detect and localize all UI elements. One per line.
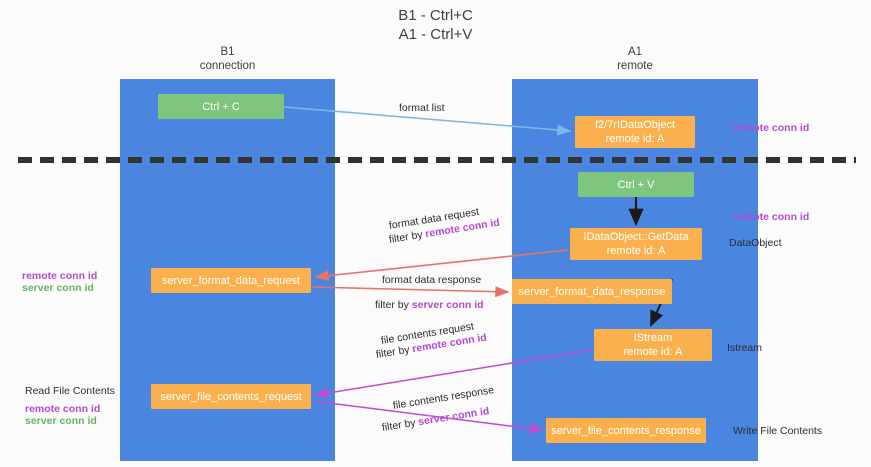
edge-label-format-list: format list (399, 102, 445, 114)
node-server-file-contents-request[interactable]: server_file_contents_request (151, 384, 311, 409)
column-header-b1: B1 connection (199, 46, 256, 72)
node-ctrl-v[interactable]: Ctrl + V (578, 172, 694, 197)
right-label-dataobject: DataObject (729, 237, 782, 249)
node-server-format-data-request[interactable]: server_format_data_request (151, 268, 311, 293)
filter-prefix: filter by (375, 299, 412, 311)
filter-prefix: filter by (381, 416, 420, 434)
filter-key: server conn id (417, 405, 491, 429)
left-label-read-file-contents: Read File Contents (25, 385, 115, 397)
filter-prefix: filter by (375, 343, 414, 361)
right-label-write-file-contents: Write File Contents (733, 425, 823, 437)
left-label-server-conn-id-2: server conn id (25, 415, 97, 427)
right-label-remote-conn-id-mid: remote conn id (734, 211, 810, 223)
left-label-remote-conn-id: remote conn id (22, 270, 98, 282)
right-label-remote-conn-id-top: remote conn id (734, 122, 810, 134)
edge-label-format-data-response-filter: filter by server conn id (375, 298, 484, 312)
filter-key: server conn id (411, 299, 484, 311)
node-idataobject[interactable]: f2/7rIDataObject remote id: A (575, 116, 695, 148)
node-server-file-contents-response[interactable]: server_file_contents_response (546, 418, 706, 443)
node-server-format-data-response[interactable]: server_format_data_response (512, 279, 672, 304)
page-title: B1 - Ctrl+C A1 - Ctrl+V (398, 7, 473, 43)
edge-label-format-data-response: format data response (382, 274, 482, 286)
column-header-a1: A1 remote (617, 46, 653, 72)
left-label-remote-conn-id-2: remote conn id (25, 403, 101, 415)
section-divider-dashed (18, 157, 856, 163)
node-ctrl-c[interactable]: Ctrl + C (158, 94, 284, 119)
left-label-server-conn-id: server conn id (22, 282, 94, 294)
node-istream[interactable]: IStream remote id: A (594, 329, 712, 361)
node-idataobject-getdata[interactable]: IDataObject::GetData remote id: A (570, 228, 702, 260)
right-label-istream: Istream (727, 342, 763, 354)
